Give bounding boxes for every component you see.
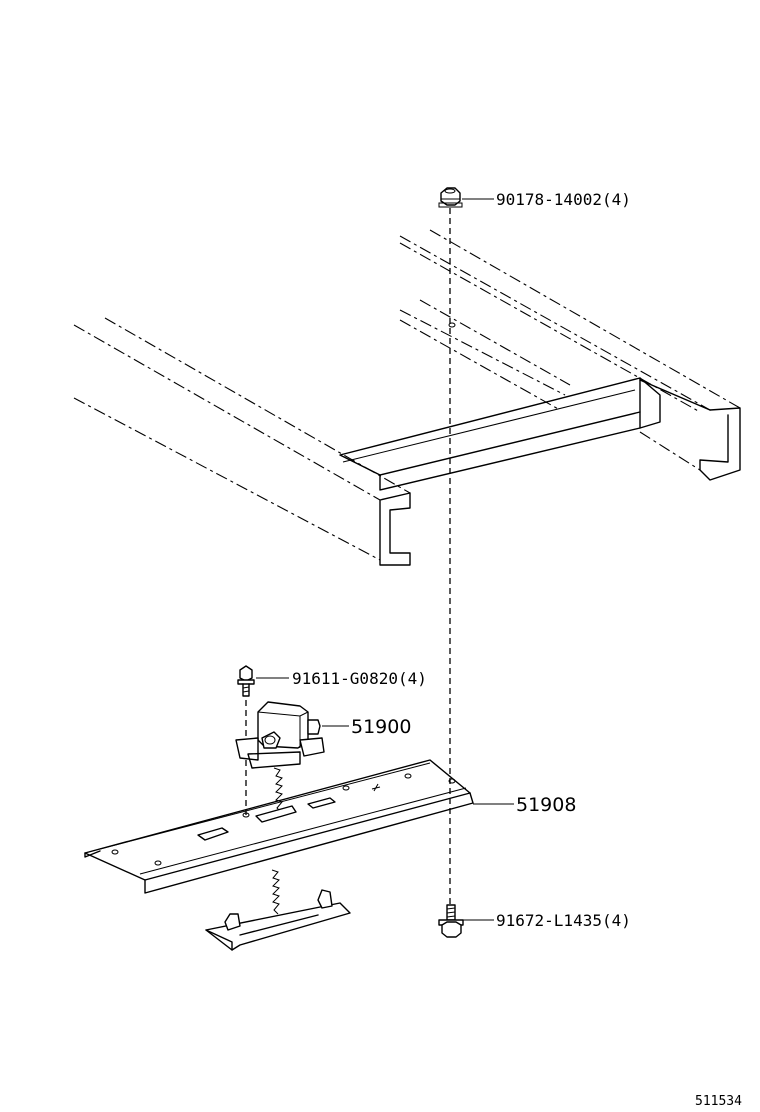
frame-bolt-hole xyxy=(448,322,456,328)
spare-tire-winch xyxy=(235,701,325,769)
flange-bolt-icon xyxy=(438,904,464,938)
winch-bolt-icon xyxy=(237,665,255,697)
left-frame-rail xyxy=(73,317,411,566)
part-number-nut[interactable]: 90178-14002(4) xyxy=(496,190,631,209)
winch-chain xyxy=(271,767,283,915)
flange-nut-icon xyxy=(438,187,463,208)
figure-number: 511534 xyxy=(695,1094,742,1109)
tire-hanger xyxy=(205,889,351,951)
frame-crossmember xyxy=(339,299,661,491)
part-number-bottom-bolt[interactable]: 91672-L1435(4) xyxy=(496,911,631,930)
right-frame-rail xyxy=(399,229,741,481)
part-number-winch-bolt[interactable]: 91611-G0820(4) xyxy=(292,669,427,688)
spare-tire-carrier-bracket xyxy=(84,759,474,894)
part-number-bracket[interactable]: 51908 xyxy=(516,794,576,816)
part-number-winch[interactable]: 51900 xyxy=(351,716,411,738)
